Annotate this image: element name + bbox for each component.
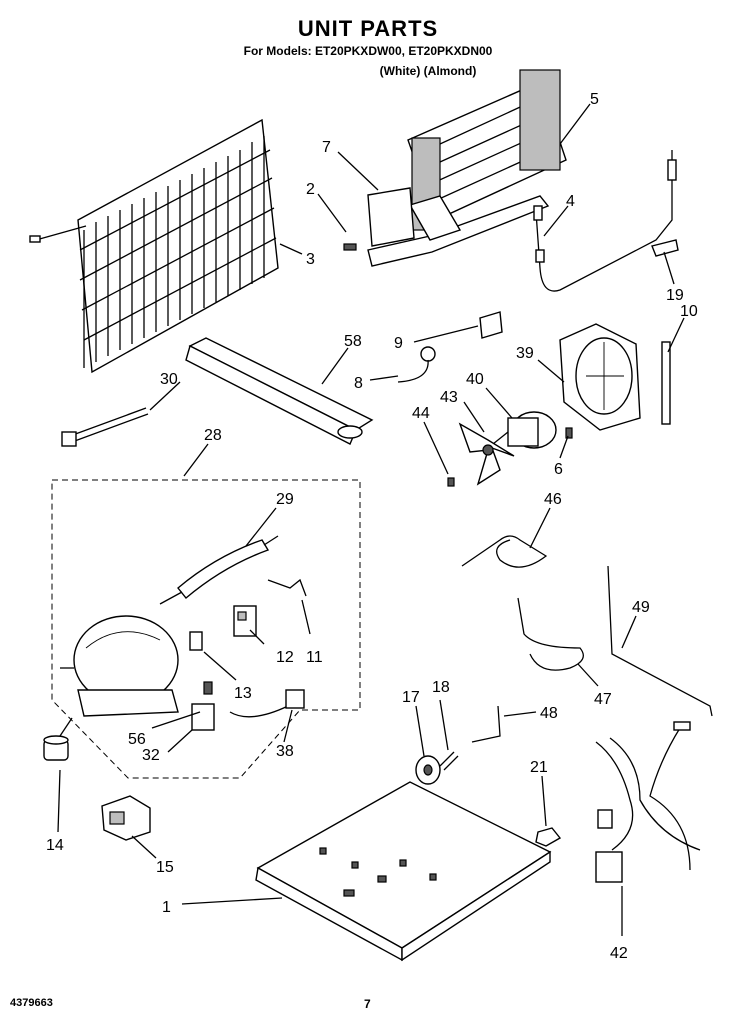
drain-trough-part <box>185 337 374 445</box>
nut-part <box>535 827 562 847</box>
filter-drier-part <box>159 535 279 605</box>
callout-21: 21 <box>530 759 548 776</box>
callout-29: 29 <box>276 491 294 508</box>
roller-part <box>415 751 459 785</box>
callout-43: 43 <box>440 389 458 406</box>
callout-4: 4 <box>566 193 575 210</box>
callout-32: 32 <box>142 747 160 764</box>
condenser-tube-part <box>607 565 713 717</box>
callout-28: 28 <box>204 427 222 444</box>
discharge-tube-part <box>517 597 584 671</box>
callout-7: 7 <box>322 139 331 156</box>
callout-2: 2 <box>306 181 315 198</box>
callout-46: 46 <box>544 491 562 508</box>
callout-12: 12 <box>276 649 294 666</box>
process-tube-part <box>471 705 501 743</box>
callout-56: 56 <box>128 731 146 748</box>
compressor-part <box>60 615 203 717</box>
page-title: UNIT PARTS <box>297 16 439 41</box>
callout-9: 9 <box>394 335 403 352</box>
callout-47: 47 <box>594 691 612 708</box>
defrost-sensor-part <box>533 150 679 425</box>
callout-40: 40 <box>466 371 484 388</box>
evaporator-part <box>367 69 567 267</box>
document-number: 4379663 <box>10 997 53 1009</box>
callout-39: 39 <box>516 345 534 362</box>
fan-shroud-part <box>559 323 641 431</box>
callout-17: 17 <box>402 689 420 706</box>
callout-13: 13 <box>234 685 252 702</box>
callout-8: 8 <box>354 375 363 392</box>
callout-58: 58 <box>344 333 362 350</box>
callout-1: 1 <box>162 899 171 916</box>
callout-5: 5 <box>590 91 599 108</box>
base-pan-part <box>255 781 552 962</box>
callout-18: 18 <box>432 679 450 696</box>
compressor-terminal-parts <box>191 681 305 731</box>
callout-30: 30 <box>160 371 178 388</box>
callout-11: 11 <box>306 649 323 666</box>
callout-44: 44 <box>412 405 430 422</box>
suction-tube-part <box>461 535 548 568</box>
callout-38: 38 <box>276 743 294 760</box>
evaporator-cover-part <box>343 187 415 251</box>
callout-42: 42 <box>610 945 628 962</box>
relay-wire-part <box>267 578 307 597</box>
overload-part <box>101 795 151 841</box>
wiring-harness-part <box>595 721 701 883</box>
callout-10: 10 <box>680 303 698 320</box>
callout-14: 14 <box>46 837 64 854</box>
fan-bracket-part <box>397 311 503 383</box>
condenser-coil-part <box>29 118 279 374</box>
callout-3: 3 <box>306 251 315 268</box>
compressor-kit-outline <box>51 479 361 779</box>
model-colors: (White) (Almond) <box>379 64 477 78</box>
callout-15: 15 <box>156 859 174 876</box>
callout-49: 49 <box>632 599 650 616</box>
drain-tube-part <box>61 407 149 447</box>
page-number: 7 <box>364 997 371 1011</box>
relay-part <box>233 605 257 637</box>
callout-19: 19 <box>666 287 684 304</box>
leader-lines <box>57 103 685 936</box>
grommet-part <box>43 717 73 761</box>
callout-numbers: 7 2 5 4 3 19 10 58 9 39 30 8 40 43 44 6 … <box>46 91 698 962</box>
callout-48: 48 <box>540 705 558 722</box>
fan-motor-part <box>447 411 573 487</box>
callout-6: 6 <box>554 461 563 478</box>
model-numbers: For Models: ET20PKXDW00, ET20PKXDN00 <box>243 44 493 58</box>
